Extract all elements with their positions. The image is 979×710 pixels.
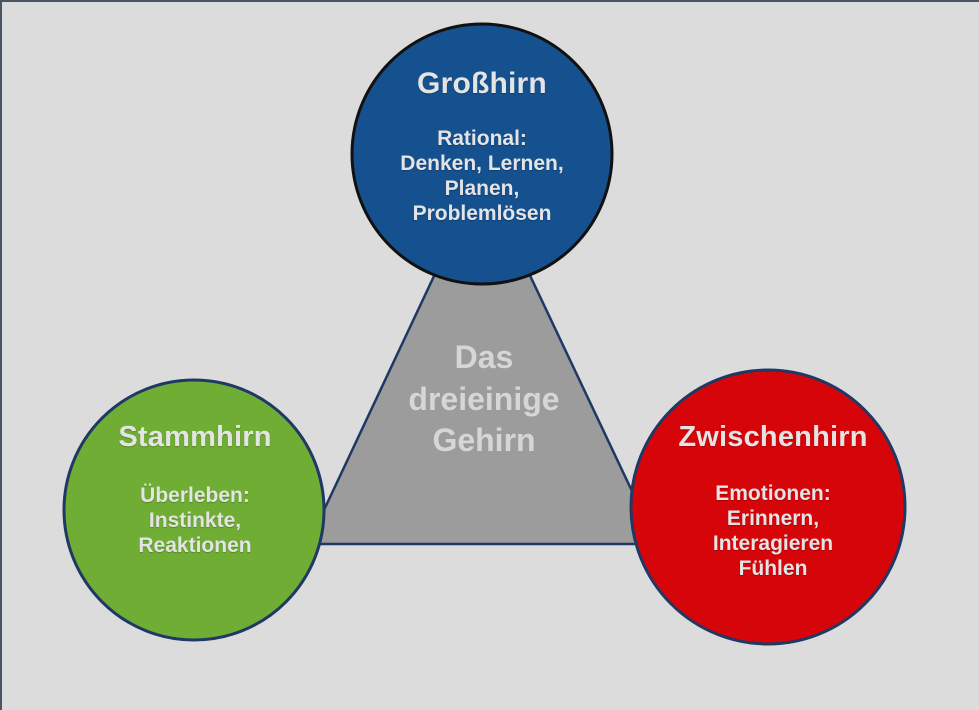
center-triangle [306, 172, 659, 546]
circle-zwischenhirn[interactable] [629, 368, 907, 646]
circle-grosshirn[interactable] [350, 22, 614, 286]
circle-stammhirn[interactable] [62, 378, 326, 642]
